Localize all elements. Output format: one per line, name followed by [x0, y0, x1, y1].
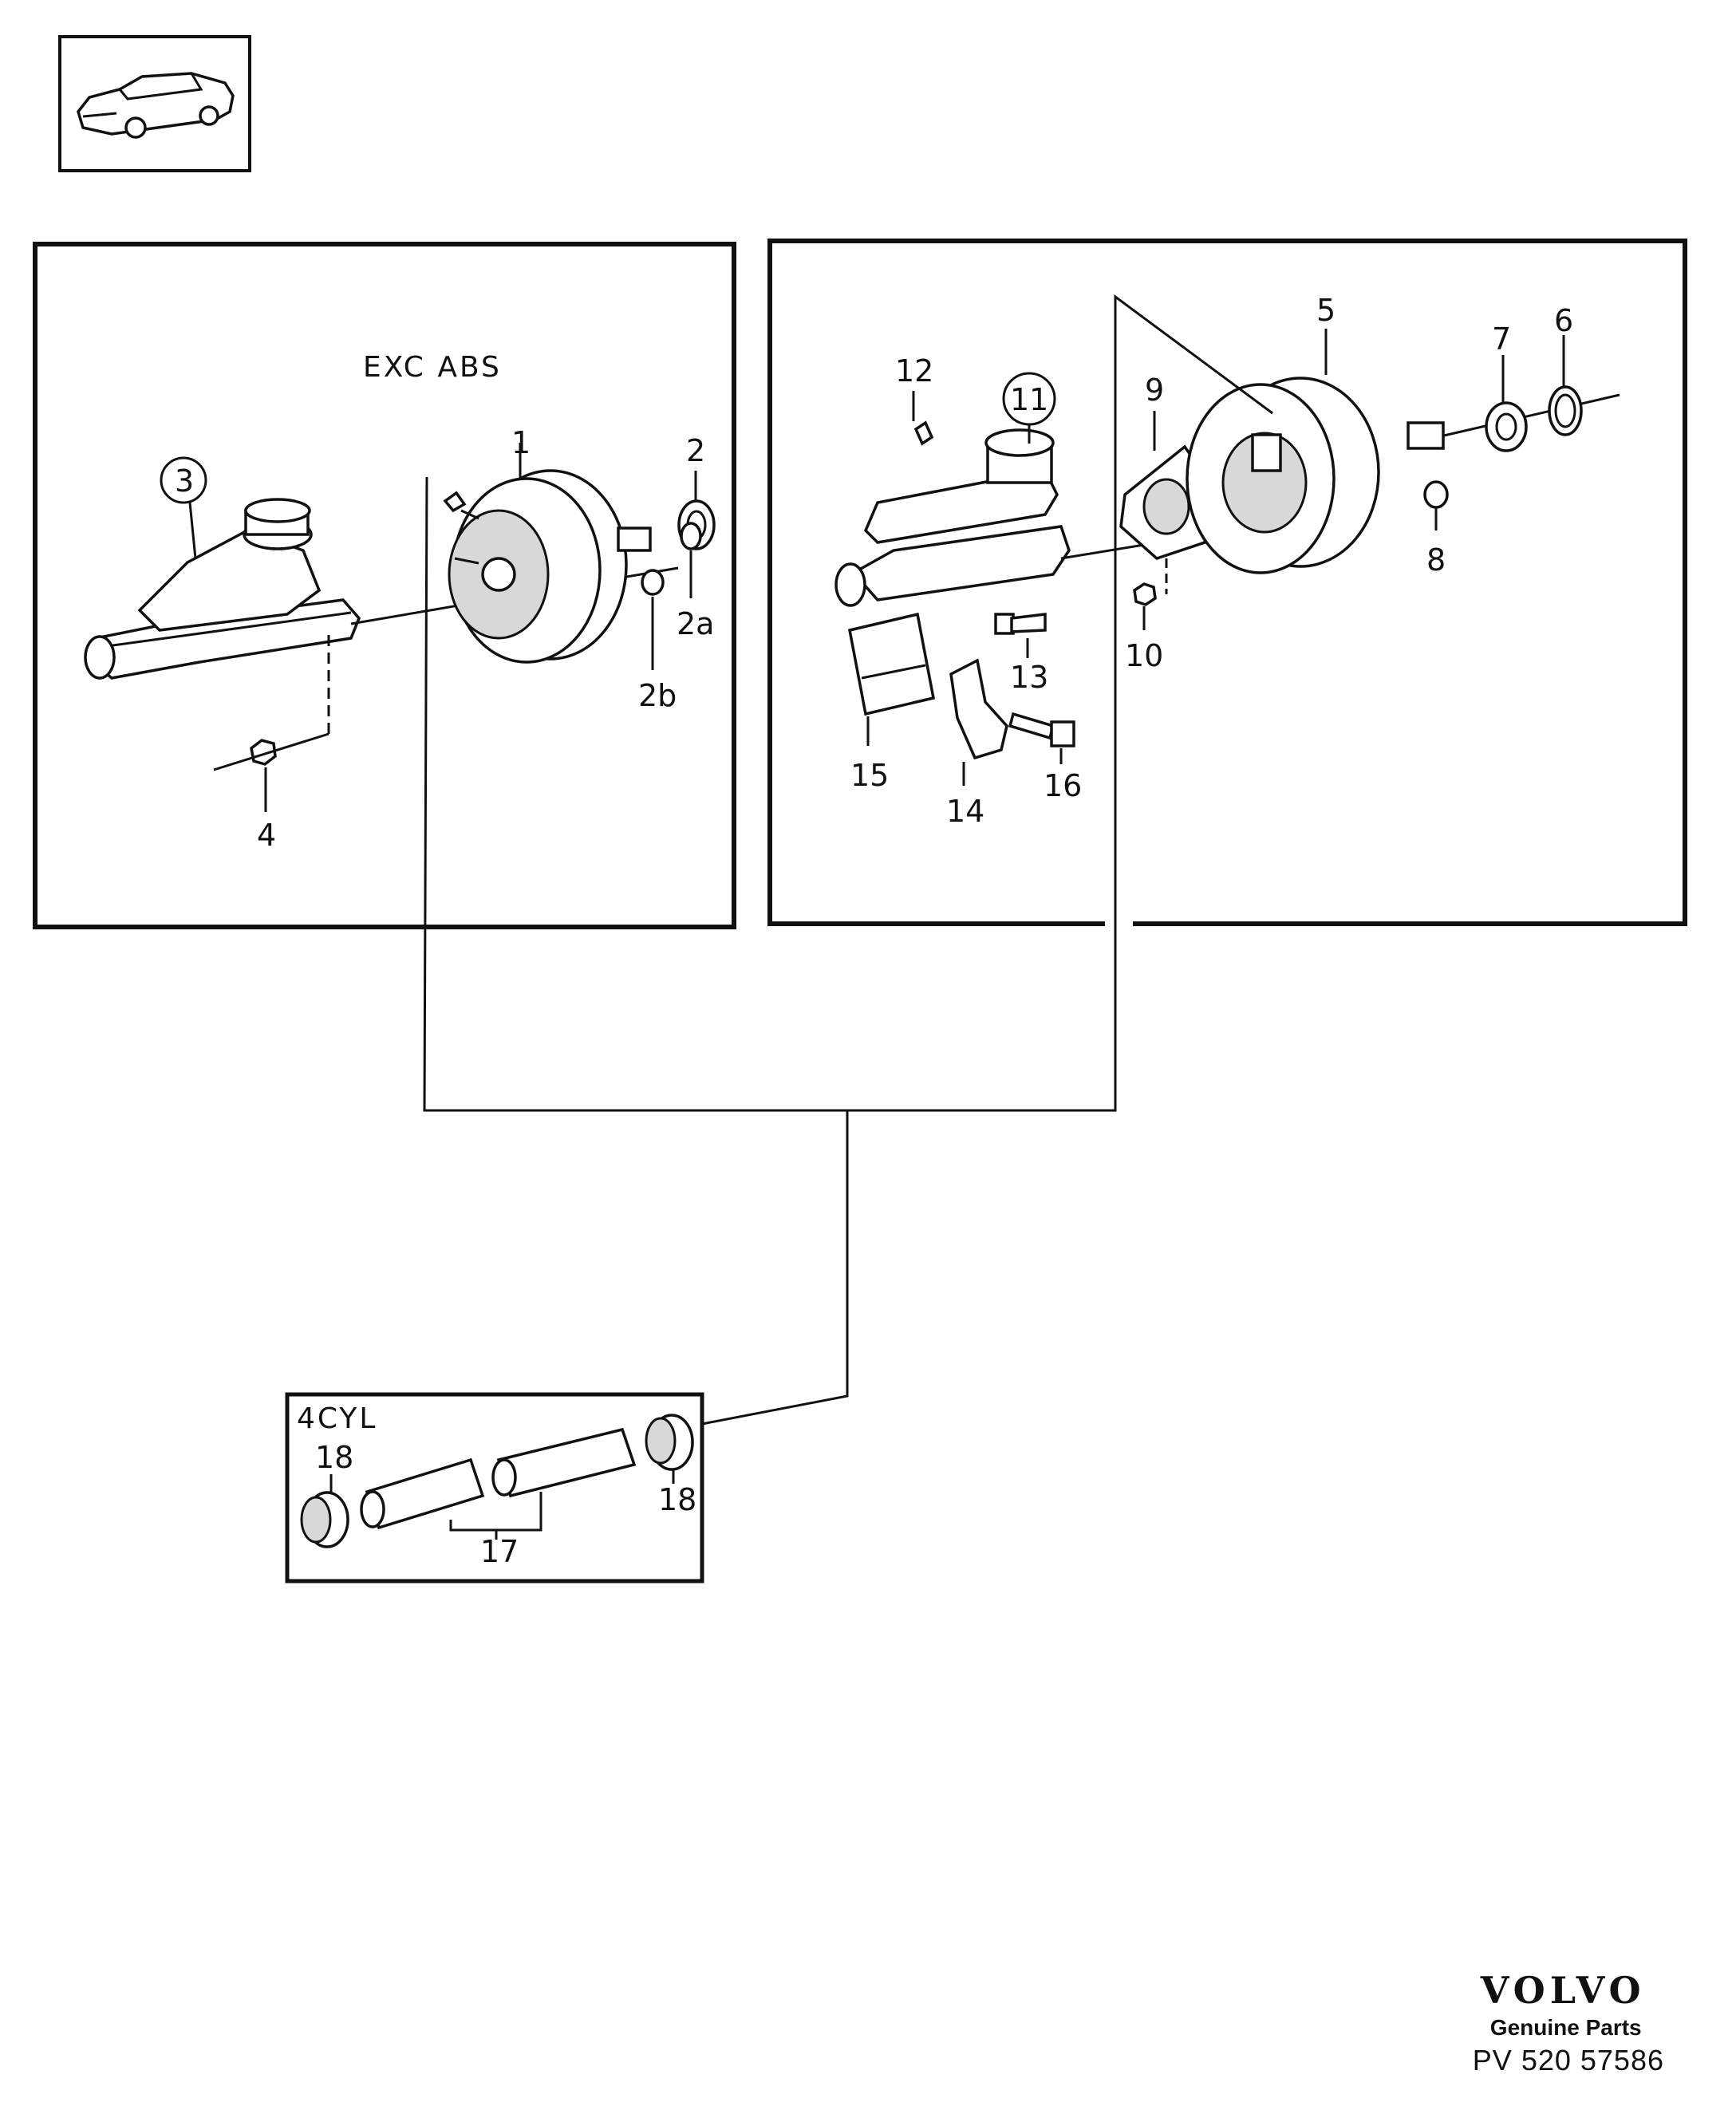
ring-part-2a — [680, 522, 702, 550]
callout-15: 15 — [850, 758, 889, 793]
right-panel: 11 12 15 14 16 13 — [767, 239, 1687, 926]
bottom-panel: 4CYL 17 18 18 — [285, 1392, 704, 1583]
left-panel: EXC ABS 3 4 — [33, 242, 736, 929]
ring-part-2b — [641, 569, 665, 596]
callout-2a: 2a — [677, 606, 714, 641]
master-cylinder-assembly-right — [834, 420, 1071, 607]
callout-12: 12 — [895, 353, 933, 388]
seal-part-6 — [1548, 385, 1583, 436]
bolt-part-16 — [1008, 712, 1075, 747]
bracket-part-15 — [847, 612, 936, 716]
hose-part-17 — [360, 1427, 637, 1530]
washer-part-8 — [1423, 480, 1449, 509]
callout-13: 13 — [1010, 660, 1048, 695]
heading-exc-abs: EXC ABS — [363, 351, 502, 384]
callout-18-right: 18 — [658, 1482, 696, 1517]
brake-booster-part-5 — [1186, 377, 1620, 574]
callout-8: 8 — [1426, 542, 1446, 578]
brand-subtitle: Genuine Parts — [1489, 2015, 1642, 2040]
clamp-part-18-right — [645, 1414, 694, 1471]
brand-logo-text: VOLVO — [1480, 1969, 1646, 2012]
callout-16: 16 — [1044, 768, 1082, 803]
callout-3: 3 — [175, 463, 194, 499]
footer-branding: VOLVO Genuine Parts PV 520 57586 — [1473, 1969, 1664, 2077]
callout-2b: 2b — [638, 678, 677, 713]
clamp-part-18-left — [300, 1491, 349, 1548]
callout-10: 10 — [1125, 638, 1163, 673]
bolt-part-13 — [994, 613, 1047, 635]
car-icon — [77, 72, 235, 139]
nut-part-10 — [1133, 582, 1157, 606]
callout-6: 6 — [1554, 303, 1573, 338]
callout-9: 9 — [1145, 373, 1164, 408]
callout-circle-3 — [160, 456, 207, 504]
bracket-part-14 — [949, 658, 1008, 760]
seal-part-7 — [1485, 401, 1528, 452]
brake-booster-part-1 — [443, 469, 652, 664]
vehicle-thumbnail — [58, 35, 251, 172]
connector-lines — [423, 294, 1273, 1426]
callout-11: 11 — [1010, 382, 1048, 417]
document-code: PV 520 57586 — [1472, 2044, 1664, 2076]
heading-4cyl: 4CYL — [297, 1402, 377, 1435]
callout-7: 7 — [1492, 321, 1511, 357]
callout-1: 1 — [511, 425, 531, 460]
nut-part-4 — [213, 630, 330, 771]
master-cylinder-assembly-left — [84, 498, 361, 680]
callout-2: 2 — [686, 433, 705, 468]
callout-18-left: 18 — [315, 1440, 353, 1475]
callout-14: 14 — [946, 794, 984, 829]
callout-4: 4 — [257, 818, 276, 853]
callout-5: 5 — [1316, 293, 1336, 328]
callout-17: 17 — [480, 1534, 519, 1569]
